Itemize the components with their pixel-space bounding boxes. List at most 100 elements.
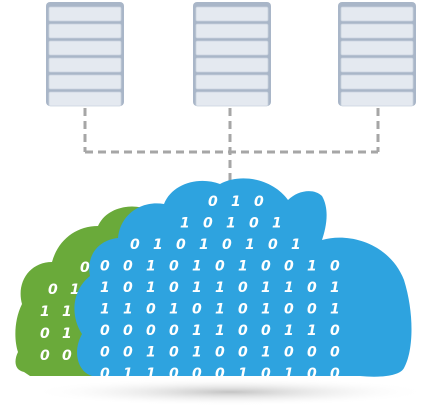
server-center-slot (195, 74, 269, 90)
server-left-slot (48, 40, 122, 56)
front-cloud-digit: 1 (123, 302, 133, 318)
server-center-slot (195, 40, 269, 56)
front-cloud-digit: 1 (169, 302, 179, 318)
front-cloud-digit: 0 (215, 259, 225, 275)
front-cloud-digit: 1 (231, 194, 241, 210)
front-cloud-digit: 0 (238, 345, 248, 361)
front-cloud-digit: 0 (330, 345, 340, 361)
front-cloud-digit: 1 (284, 323, 294, 339)
front-cloud-digit: 0 (146, 302, 156, 318)
front-cloud-digit: 0 (123, 323, 133, 339)
front-cloud-digit: 0 (146, 323, 156, 339)
front-cloud-digit: 0 (307, 302, 317, 318)
front-cloud-digit: 1 (291, 237, 301, 253)
front-cloud-digit: 0 (169, 323, 179, 339)
front-cloud-digit: 1 (261, 345, 271, 361)
front-cloud-digit: 0 (192, 302, 202, 318)
back-cloud-digit: 1 (40, 304, 50, 320)
front-cloud-digit: 1 (226, 216, 236, 232)
back-cloud-digit: 0 (48, 282, 58, 298)
back-cloud-digit: 1 (62, 326, 72, 342)
front-cloud-digit: 1 (100, 302, 110, 318)
server-left-slot (48, 6, 122, 22)
server-right-slot (340, 91, 414, 107)
front-cloud-digit: 0 (208, 194, 218, 210)
front-cloud-digit: 1 (215, 302, 225, 318)
front-cloud-digit: 0 (215, 345, 225, 361)
front-cloud-digit: 0 (284, 345, 294, 361)
back-cloud-digit: 1 (70, 282, 80, 298)
front-cloud-digit: 0 (169, 366, 179, 382)
front-cloud-digit: 1 (261, 280, 271, 296)
front-cloud-digit: 0 (238, 323, 248, 339)
server-left-slot (48, 23, 122, 39)
front-cloud-digit: 0 (169, 280, 179, 296)
front-cloud-digit: 0 (330, 323, 340, 339)
front-cloud-digit: 0 (249, 216, 259, 232)
front-cloud-shape (74, 178, 412, 377)
front-cloud-digit: 1 (123, 366, 133, 382)
front-cloud-digit: 0 (261, 323, 271, 339)
front-cloud-digit: 0 (307, 345, 317, 361)
front-cloud-digit: 1 (307, 259, 317, 275)
front-cloud-digit: 0 (192, 366, 202, 382)
front-cloud-digit: 0 (203, 216, 213, 232)
front-cloud-digit: 1 (215, 280, 225, 296)
front-cloud-digit: 1 (284, 366, 294, 382)
front-cloud-digit: 0 (123, 259, 133, 275)
front-cloud-digit: 1 (330, 280, 340, 296)
front-cloud-digit: 1 (238, 259, 248, 275)
front-cloud-digit: 1 (146, 280, 156, 296)
front-cloud-digit: 0 (100, 323, 110, 339)
server-right-slot (340, 57, 414, 73)
front-cloud-digit: 1 (146, 259, 156, 275)
front-cloud-digit: 0 (100, 259, 110, 275)
back-cloud-digit: 0 (40, 326, 50, 342)
back-cloud-digit: 0 (62, 348, 72, 364)
front-cloud-digit: 0 (169, 345, 179, 361)
server-center-slot (195, 23, 269, 39)
connector-lines (83, 108, 380, 186)
front-cloud-digit: 0 (307, 366, 317, 382)
front-cloud-digit: 1 (192, 259, 202, 275)
front-cloud-digit: 1 (146, 366, 156, 382)
server-center-slot (195, 57, 269, 73)
server-center-slot (195, 91, 269, 107)
front-cloud-digit: 0 (307, 280, 317, 296)
front-cloud-digit: 0 (215, 366, 225, 382)
front-cloud-digit: 0 (261, 259, 271, 275)
front-cloud-digit: 0 (123, 345, 133, 361)
front-cloud-digit: 1 (261, 302, 271, 318)
front-cloud-digit: 1 (238, 366, 248, 382)
front-cloud-digit: 0 (254, 194, 264, 210)
front-cloud-digit: 1 (199, 237, 209, 253)
server-center-slot (195, 6, 269, 22)
front-cloud-digit: 1 (192, 345, 202, 361)
server-racks (46, 2, 416, 107)
front-cloud-digit: 1 (215, 323, 225, 339)
front-cloud-digit: 1 (330, 302, 340, 318)
server-right-slot (340, 74, 414, 90)
front-cloud-digit: 0 (130, 237, 140, 253)
front-cloud-digit: 1 (307, 323, 317, 339)
server-center (193, 2, 271, 107)
back-cloud-digit: 0 (40, 348, 50, 364)
server-right-slot (340, 23, 414, 39)
front-cloud-digit: 0 (222, 237, 232, 253)
server-left-slot (48, 91, 122, 107)
front-cloud-digit: 0 (261, 366, 271, 382)
back-cloud-digit: 0 (80, 260, 90, 276)
front-cloud-digit: 0 (284, 259, 294, 275)
ground-shadow (30, 378, 427, 406)
front-cloud-digit: 1 (180, 216, 190, 232)
front-cloud-digit: 1 (272, 216, 282, 232)
front-cloud-digit: 0 (176, 237, 186, 253)
front-cloud-digit: 0 (169, 259, 179, 275)
server-left-slot (48, 57, 122, 73)
front-cloud-digit: 0 (268, 237, 278, 253)
front-cloud-digit: 0 (238, 280, 248, 296)
front-cloud-digit: 0 (238, 302, 248, 318)
front-cloud-digit: 0 (123, 280, 133, 296)
front-cloud-digit: 0 (100, 345, 110, 361)
